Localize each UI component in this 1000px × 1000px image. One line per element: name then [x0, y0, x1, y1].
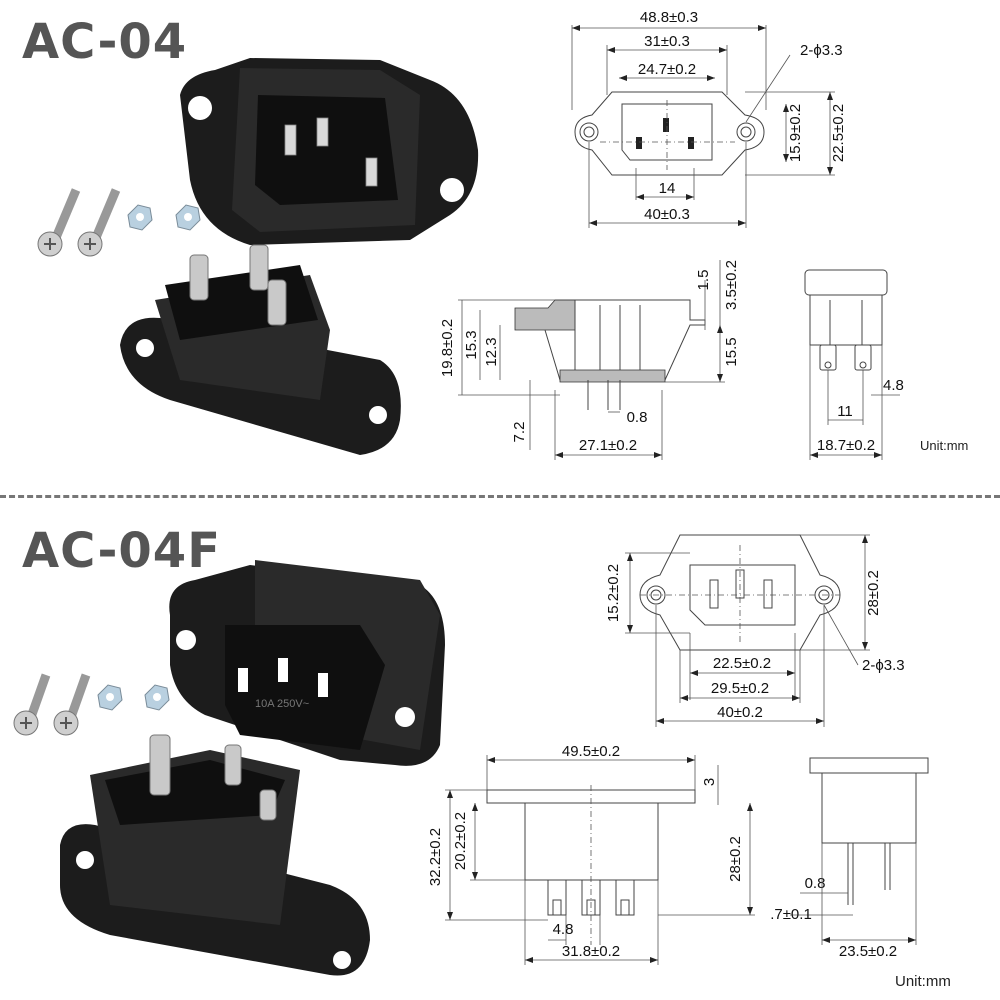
dim-overall-width: 49.5±0.2 — [562, 743, 620, 760]
technical-drawing: 48.8±0.3 31±0.3 24.7±0.2 2-ϕ3.3 — [439, 9, 904, 460]
dim-hole-spacing: 40±0.2 — [717, 704, 763, 721]
screw — [37, 188, 81, 257]
pin — [284, 124, 297, 156]
dim-top-a: 1.5 — [695, 270, 712, 291]
connector-rear-image — [120, 244, 401, 455]
pin — [316, 117, 329, 147]
dim-left-height: 15.2±0.2 — [605, 564, 622, 622]
pin — [365, 157, 378, 187]
terminal — [267, 279, 287, 326]
dim-cutout-width: 24.7±0.2 — [638, 61, 696, 78]
terminal — [189, 254, 209, 301]
panel-ac04f: AC-04F 10A 250V~ — [0, 505, 1000, 1000]
dim-hole-spacing: 40±0.3 — [644, 206, 690, 223]
technical-drawing: 15.2±0.2 28±0.2 2-ϕ3.3 22.5±0.2 29.5±0.2 — [427, 534, 929, 965]
product-illustration — [37, 58, 479, 455]
screw — [53, 673, 91, 736]
dim-end-offset: .7±0.1 — [770, 906, 812, 923]
dim-end-width: 23.5±0.2 — [839, 943, 897, 960]
mount-hole — [440, 178, 464, 202]
front-view-drawing: 15.2±0.2 28±0.2 2-ϕ3.3 22.5±0.2 29.5±0.2 — [605, 534, 905, 727]
unit-label: Unit:mm — [920, 438, 969, 453]
panel-ac04: AC-04 — [0, 0, 1000, 490]
dim-depth: 15.5 — [723, 337, 740, 366]
screw — [13, 673, 51, 736]
dim-hole-label: 2-ϕ3.3 — [800, 42, 843, 59]
dim-outer-height: 22.5±0.2 — [830, 104, 847, 162]
dim-flange: 3 — [701, 778, 718, 786]
dim-tail: 7.2 — [511, 422, 528, 443]
front-view-drawing: 48.8±0.3 31±0.3 24.7±0.2 2-ϕ3.3 — [571, 9, 847, 228]
unit-label: Unit:mm — [895, 973, 951, 990]
terminal — [149, 734, 171, 796]
dim-end-width: 18.7±0.2 — [817, 437, 875, 454]
dim-right-height: 28±0.2 — [865, 570, 882, 616]
dim-height-inner: 12.3 — [483, 337, 500, 366]
mount-hole — [188, 96, 212, 120]
dim-height-total: 19.8±0.2 — [439, 319, 456, 377]
screw — [77, 188, 121, 257]
dim-height-right: 28±0.2 — [727, 836, 744, 882]
dim-length: 27.1±0.2 — [579, 437, 637, 454]
dim-inner-width: 29.5±0.2 — [711, 680, 769, 697]
connector-front-image — [180, 58, 479, 245]
terminal — [259, 789, 277, 821]
dim-pin-spacing: 14 — [659, 180, 676, 197]
dim-tab-width: 4.8 — [553, 921, 574, 938]
socket-rating-text: 10A 250V~ — [255, 698, 309, 710]
dim-overall-width: 48.8±0.3 — [640, 9, 698, 26]
dim-inner-height: 15.9±0.2 — [787, 104, 804, 162]
dim-height-total: 32.2±0.2 — [427, 828, 444, 886]
model-title: AC-04 — [22, 14, 188, 70]
end-view-drawing: 0.8 .7±0.1 23.5±0.2 — [770, 757, 929, 960]
side-view-drawing: 49.5±0.2 3 32.2±0.2 20.2±0.2 — [427, 743, 755, 965]
end-view-drawing: 11 4.8 18.7±0.2 — [804, 269, 904, 460]
terminal — [249, 244, 269, 291]
dim-height-mid: 15.3 — [463, 330, 480, 359]
dim-hole-label: 2-ϕ3.3 — [862, 657, 905, 674]
dim-top-b: 3.5±0.2 — [723, 260, 740, 310]
side-view-drawing: 1.5 3.5±0.2 15.5 19.8±0.2 15.3 12.3 7.2 … — [439, 260, 740, 460]
dim-height-inner: 20.2±0.2 — [452, 812, 469, 870]
dim-tab-spacing: 11 — [837, 403, 853, 420]
dim-end-pin-thick: 0.8 — [805, 875, 826, 892]
dim-cutout-width: 22.5±0.2 — [713, 655, 771, 672]
terminal — [224, 744, 242, 786]
product-illustration: 10A 250V~ — [13, 560, 446, 976]
model-title: AC-04F — [22, 523, 221, 579]
dim-pin-thick: 0.8 — [627, 409, 648, 426]
dim-bottom-width: 31.8±0.2 — [562, 943, 620, 960]
dim-inner-width: 31±0.3 — [644, 33, 690, 50]
dim-tab-width: 4.8 — [883, 377, 904, 394]
connector-front-image: 10A 250V~ — [169, 560, 446, 766]
section-divider — [0, 495, 1000, 498]
connector-rear-image — [60, 734, 370, 976]
